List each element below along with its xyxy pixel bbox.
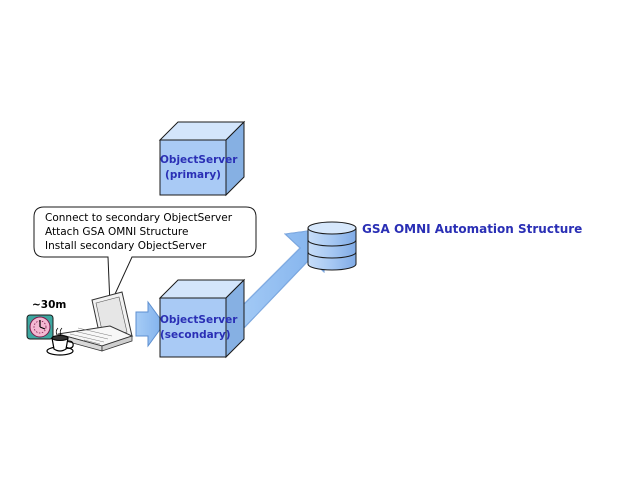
primary-server-label: ObjectServer (primary) xyxy=(160,153,238,183)
secondary-server-cube xyxy=(158,278,246,359)
database-icon xyxy=(307,221,357,271)
coffee-cup-icon xyxy=(46,327,74,356)
primary-server-line1: ObjectServer xyxy=(160,154,238,166)
callout-bubble xyxy=(33,206,257,306)
deploy-arrow xyxy=(135,300,165,348)
time-estimate-label: ~30m xyxy=(32,299,67,311)
callout-line-2: Attach GSA OMNI Structure xyxy=(45,226,189,238)
callout-line-3: Install secondary ObjectServer xyxy=(45,240,207,252)
primary-server-cube xyxy=(158,120,246,197)
primary-server-line2: (primary) xyxy=(165,169,221,181)
laptop-icon xyxy=(57,291,134,352)
secondary-server-line2: (secondary) xyxy=(160,329,231,341)
database-label: GSA OMNI Automation Structure xyxy=(362,222,583,236)
secondary-server-line1: ObjectServer xyxy=(160,314,238,326)
callout-line-1: Connect to secondary ObjectServer xyxy=(45,212,233,224)
clock-icon xyxy=(26,314,54,340)
callout-text: Connect to secondary ObjectServer Attach… xyxy=(45,211,232,253)
secondary-server-label: ObjectServer (secondary) xyxy=(160,313,238,343)
